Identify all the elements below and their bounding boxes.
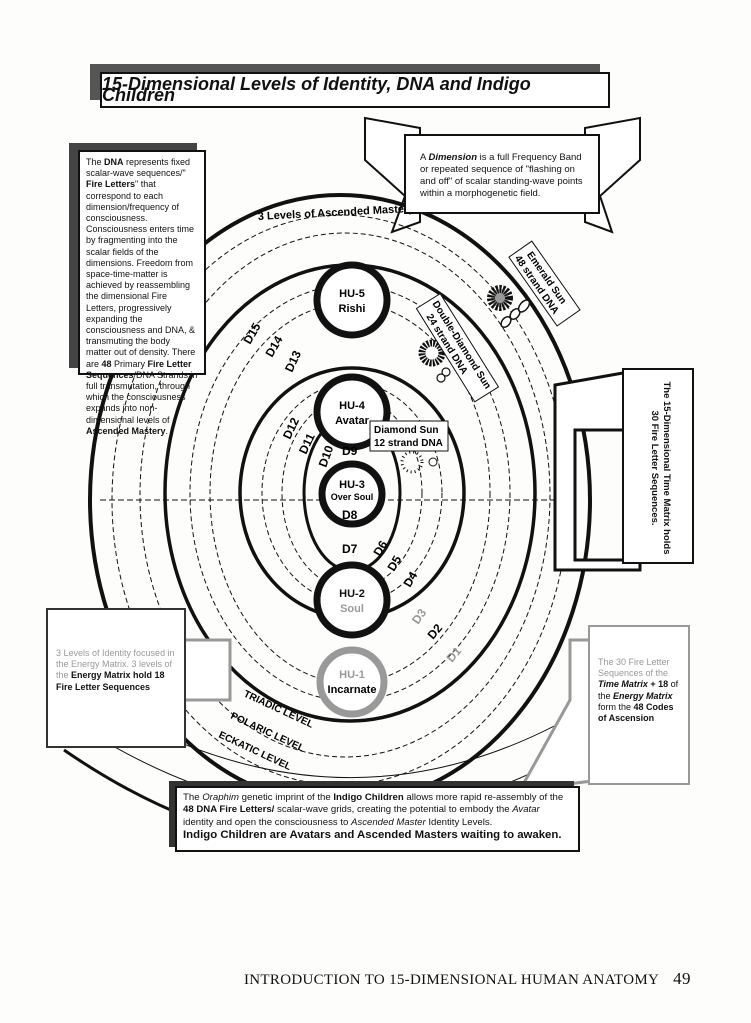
diamond-sun-icon: [400, 450, 424, 474]
seed-icon: [441, 367, 451, 377]
sun-icons: [400, 285, 531, 474]
label-d11: D11: [296, 431, 318, 457]
hu3-name: Over Soul: [331, 492, 374, 502]
page-title: 15-Dimensional Levels of Identity, DNA a…: [100, 72, 610, 108]
label-d6: D6: [370, 538, 390, 559]
label-d12: D12: [280, 415, 302, 441]
hu4-name: Avatar: [335, 415, 370, 427]
ascension-codes-note: The 30 Fire Letter Sequences of the Time…: [588, 625, 690, 785]
diamond-sun-seed-icon: [428, 457, 438, 467]
label-d10: D10: [316, 443, 337, 469]
energy-matrix-note: 3 Levels of Identity focused in the Ener…: [46, 608, 186, 748]
hu4-id: HU-4: [339, 400, 366, 412]
hu5-circle: [313, 261, 391, 339]
hu1-circle: [316, 646, 388, 718]
label-d5: D5: [384, 553, 404, 574]
running-header: INTRODUCTION TO 15-DIMENSIONAL HUMAN ANA…: [244, 972, 660, 988]
hu3-circle: [318, 460, 386, 528]
label-d15: D15: [240, 320, 263, 346]
hu5-id: HU-5: [339, 288, 365, 300]
svg-text:12 strand DNA: 12 strand DNA: [374, 438, 443, 449]
hu1-id: HU-1: [339, 669, 365, 681]
label-d8: D8: [342, 508, 358, 522]
label-d1: D1: [444, 644, 465, 665]
hu2-id: HU-2: [339, 588, 365, 600]
hu1-name: Incarnate: [328, 684, 377, 696]
double-diamond-sun-icon: [418, 339, 446, 367]
hu2-name: Soul: [340, 603, 364, 615]
hu5-name: Rishi: [339, 303, 366, 315]
hu3-id: HU-3: [339, 479, 365, 491]
dna-note: The DNA represents fixed scalar-wave seq…: [78, 150, 206, 436]
emerald-sun-icon: [487, 285, 513, 311]
page-footer: INTRODUCTION TO 15-DIMENSIONAL HUMAN ANA…: [244, 969, 691, 989]
label-d4: D4: [400, 569, 420, 590]
dimension-definition-note: A Dimension is a full Frequency Band or …: [404, 134, 600, 214]
ascended-mastery-label: 3 Levels of Ascended Mastery: [258, 203, 416, 223]
hu2-circle: [313, 561, 391, 639]
label-d7: D7: [342, 542, 358, 556]
label-d13: D13: [282, 348, 304, 374]
label-d3: D3: [409, 606, 429, 627]
svg-text:Diamond Sun: Diamond Sun: [374, 425, 438, 436]
page-number: 49: [673, 969, 691, 988]
label-d2: D2: [425, 621, 446, 642]
indigo-children-note: The Oraphim genetic imprint of the Indig…: [175, 786, 580, 852]
diamond-sun-label: Diamond Sun 12 strand DNA: [369, 420, 449, 452]
label-d14: D14: [262, 333, 285, 359]
energy-matrix-connector: [178, 638, 232, 702]
label-d9: D9: [342, 444, 358, 458]
